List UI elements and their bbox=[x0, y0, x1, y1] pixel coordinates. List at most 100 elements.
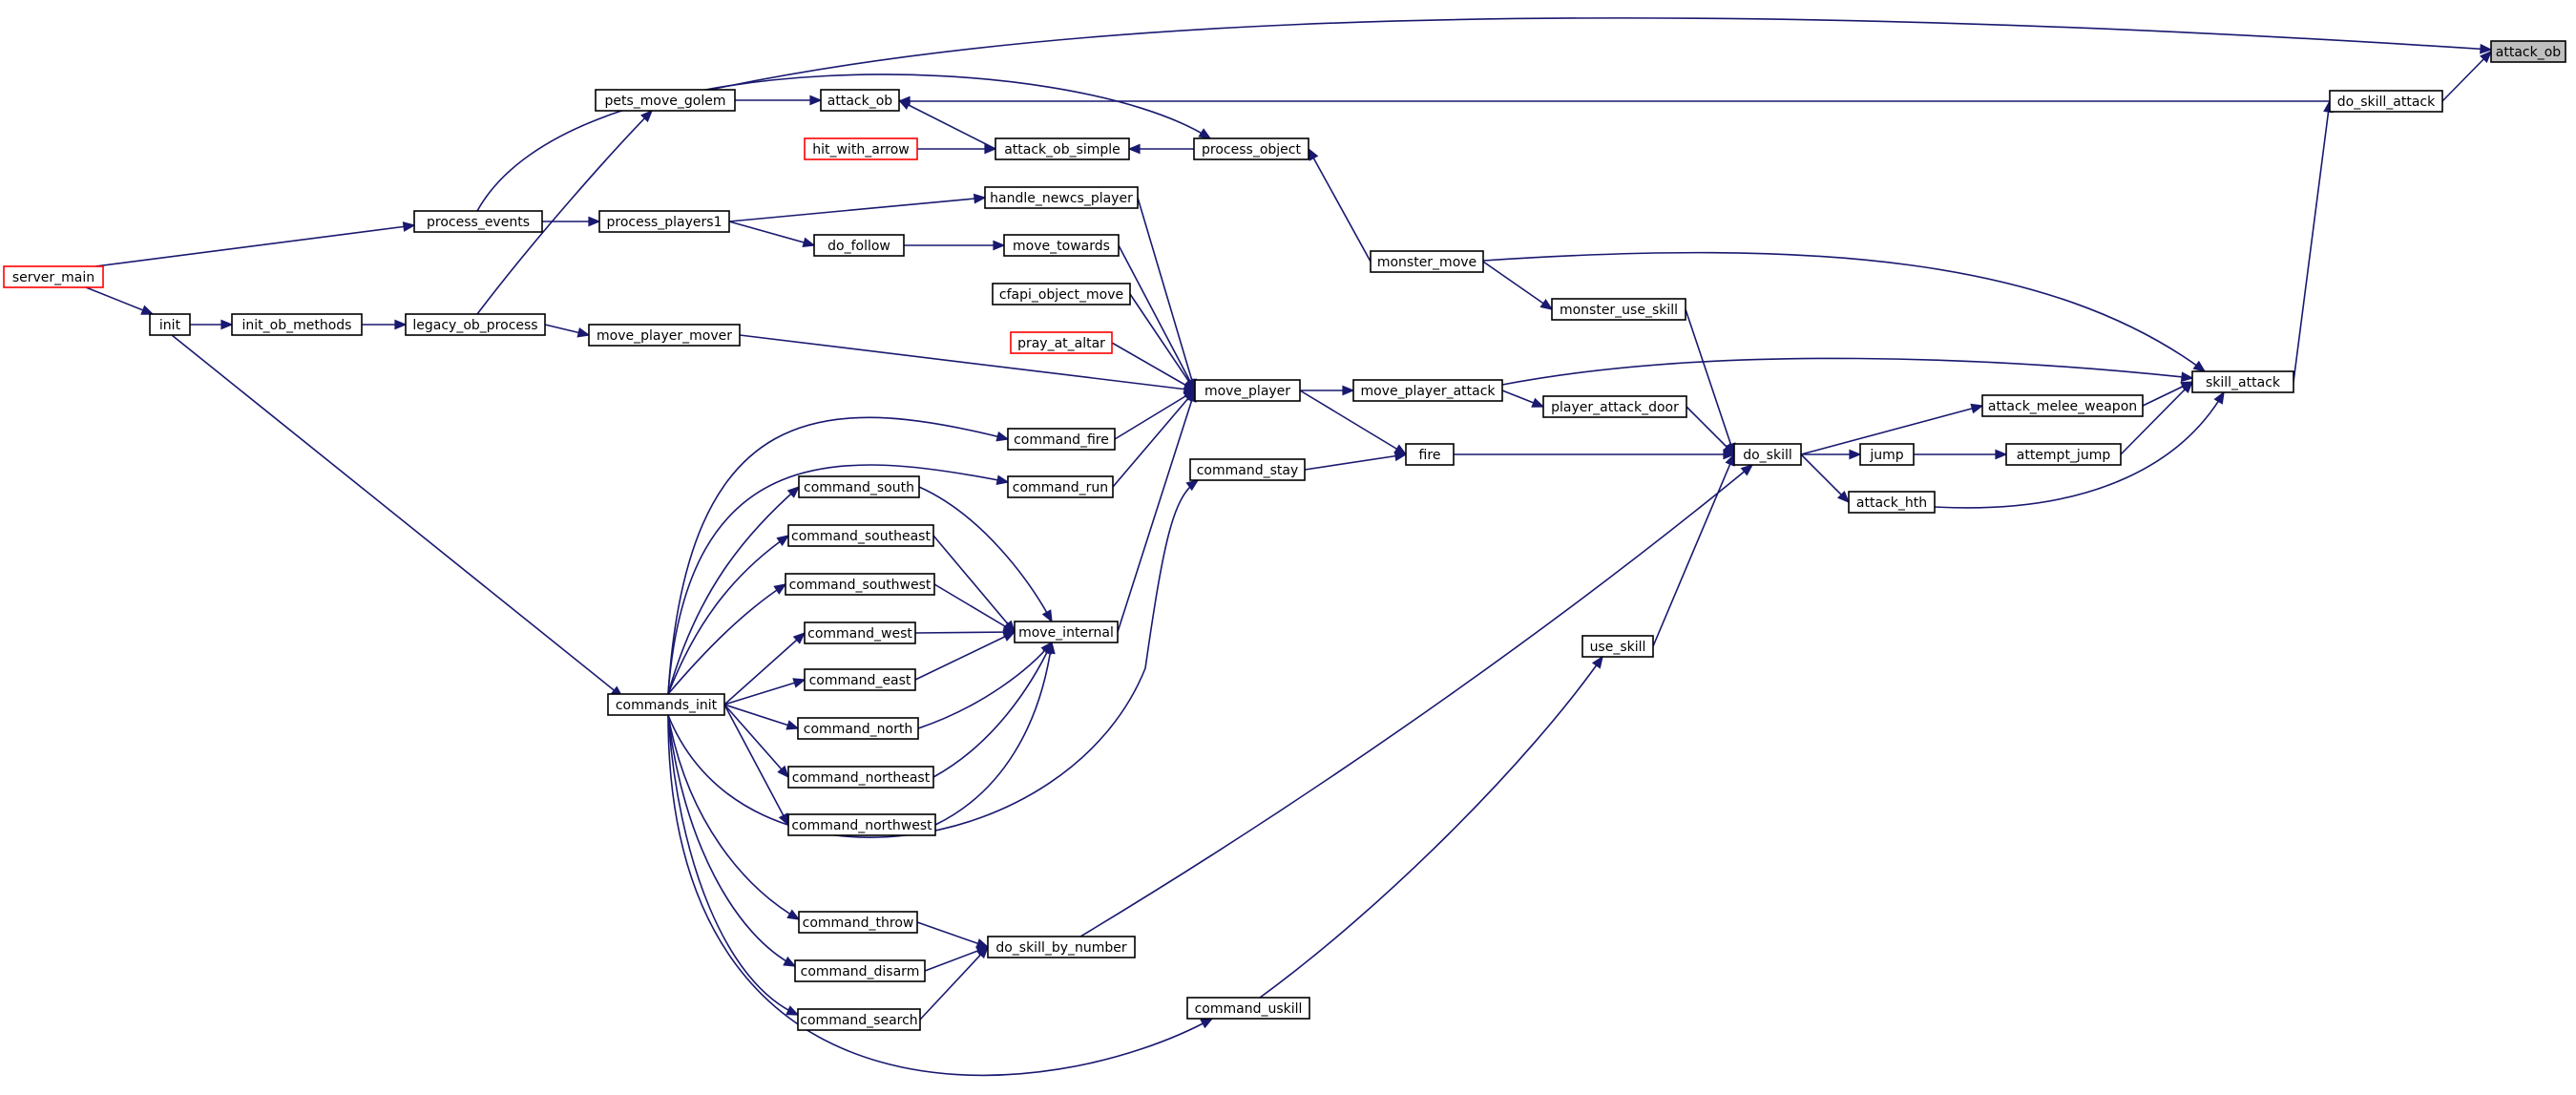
node-command-disarm[interactable]: command_disarm bbox=[794, 959, 926, 982]
edge-jump-to-attempt_jump bbox=[1914, 449, 2008, 460]
node-label: server_main bbox=[12, 270, 94, 285]
node-move-internal[interactable]: move_internal bbox=[1014, 621, 1119, 643]
node-box bbox=[2329, 90, 2443, 113]
node-label: command_uskill bbox=[1195, 1001, 1303, 1017]
node-init-ob-methods[interactable]: init_ob_methods bbox=[231, 313, 363, 336]
node-pray-at-altar[interactable]: pray_at_altar bbox=[1010, 331, 1113, 354]
node-server-main[interactable]: server_main bbox=[3, 265, 104, 288]
edge-command_south-to-move_internal bbox=[918, 486, 1053, 623]
node-command-southwest[interactable]: command_southwest bbox=[785, 573, 935, 596]
node-command-north[interactable]: command_north bbox=[797, 717, 919, 740]
edge-commands_init-to-command_west bbox=[723, 631, 806, 705]
node-box bbox=[1733, 443, 1802, 466]
node-move-player-mover[interactable]: move_player_mover bbox=[588, 324, 741, 347]
node-process-object[interactable]: process_object bbox=[1193, 137, 1309, 160]
edge-line bbox=[933, 583, 1016, 633]
node-label: monster_use_skill bbox=[1560, 303, 1678, 318]
node-label: do_follow bbox=[827, 239, 890, 254]
node-box bbox=[798, 475, 920, 498]
node-command-stay[interactable]: command_stay bbox=[1189, 458, 1306, 481]
node-label: init bbox=[159, 318, 181, 333]
node-attack-melee-weapon[interactable]: attack_melee_weapon bbox=[1981, 394, 2144, 417]
node-legacy-ob-process[interactable]: legacy_ob_process bbox=[405, 313, 546, 336]
edge-command_west-to-move_internal bbox=[914, 626, 1016, 638]
node-attack-hth[interactable]: attack_hth bbox=[1848, 491, 1936, 514]
edge-command_east-to-move_internal bbox=[914, 631, 1016, 681]
arrowhead-icon bbox=[1539, 298, 1554, 310]
edge-process_events-to-process_object bbox=[476, 74, 1212, 212]
edge-pets_move_golem-to-attack_ob bbox=[735, 95, 823, 106]
edge-line bbox=[1686, 406, 1735, 455]
edge-line bbox=[1117, 390, 1196, 633]
node-label: command_stay bbox=[1197, 463, 1299, 478]
edge-cfapi_object_move-to-move_player bbox=[1129, 293, 1196, 392]
node-player-attack-door[interactable]: player_attack_door bbox=[1542, 395, 1687, 418]
node-move-towards[interactable]: move_towards bbox=[1003, 234, 1120, 257]
node-box bbox=[1007, 428, 1116, 451]
edge-fire-to-do_skill bbox=[1454, 449, 1736, 460]
node-do-skill[interactable]: do_skill bbox=[1733, 443, 1802, 466]
node-move-player-attack[interactable]: move_player_attack bbox=[1352, 379, 1503, 402]
edge-commands_init-to-command_southeast bbox=[667, 535, 790, 695]
node-attack-ob-simple[interactable]: attack_ob_simple bbox=[995, 137, 1130, 160]
node-command-search[interactable]: command_search bbox=[797, 1008, 921, 1031]
edge-process_object-to-attack_ob_simple bbox=[1127, 143, 1194, 155]
edge-commands_init-to-command_southwest bbox=[667, 583, 787, 695]
node-monster-move[interactable]: monster_move bbox=[1370, 250, 1484, 273]
node-command-throw[interactable]: command_throw bbox=[798, 911, 918, 934]
node-command-uskill[interactable]: command_uskill bbox=[1186, 997, 1310, 1020]
node-command-fire[interactable]: command_fire bbox=[1007, 428, 1116, 451]
node-use-skill[interactable]: use_skill bbox=[1581, 635, 1654, 658]
node-label: cfapi_object_move bbox=[999, 287, 1123, 303]
node-command-west[interactable]: command_west bbox=[804, 621, 916, 644]
node-cfapi-object-move[interactable]: cfapi_object_move bbox=[992, 283, 1131, 305]
edge-line bbox=[667, 714, 799, 1016]
node-move-player[interactable]: move_player bbox=[1194, 379, 1301, 402]
node-init[interactable]: init bbox=[149, 313, 191, 336]
node-attack-ob-root[interactable]: attack_ob bbox=[2490, 40, 2566, 63]
node-label: init_ob_methods bbox=[242, 318, 352, 333]
node-skill-attack[interactable]: skill_attack bbox=[2191, 370, 2294, 393]
arrowhead-icon bbox=[777, 765, 790, 779]
node-command-south[interactable]: command_south bbox=[798, 475, 920, 498]
node-do-follow[interactable]: do_follow bbox=[813, 234, 905, 257]
node-handle-newcs-player[interactable]: handle_newcs_player bbox=[984, 186, 1139, 209]
edge-line bbox=[1259, 656, 1603, 999]
arrowhead-icon bbox=[576, 327, 591, 338]
node-pets-move-golem[interactable]: pets_move_golem bbox=[595, 89, 736, 112]
node-command-run[interactable]: command_run bbox=[1007, 475, 1114, 498]
node-command-east[interactable]: command_east bbox=[804, 668, 916, 691]
node-command-northwest[interactable]: command_northwest bbox=[787, 813, 936, 836]
node-box bbox=[787, 524, 934, 547]
node-attempt-jump[interactable]: attempt_jump bbox=[2005, 443, 2122, 466]
edge-commands_init-to-command_stay bbox=[667, 479, 1200, 838]
arrowhead-icon bbox=[792, 678, 806, 688]
node-box bbox=[804, 621, 916, 644]
edge-line bbox=[914, 631, 1016, 681]
arrowhead-icon bbox=[2480, 50, 2493, 64]
node-label: skill_attack bbox=[2206, 375, 2281, 390]
edge-line bbox=[476, 74, 1211, 212]
edge-command_uskill-to-use_skill bbox=[1259, 655, 1603, 999]
node-command-southeast[interactable]: command_southeast bbox=[787, 524, 934, 547]
node-process-players1[interactable]: process_players1 bbox=[598, 210, 730, 233]
arrowhead-icon bbox=[1393, 451, 1408, 462]
node-hit-with-arrow[interactable]: hit_with_arrow bbox=[804, 137, 918, 160]
node-box bbox=[1848, 491, 1936, 514]
node-do-skill-attack[interactable]: do_skill_attack bbox=[2329, 90, 2443, 113]
node-fire[interactable]: fire bbox=[1405, 443, 1455, 466]
arrowhead-icon bbox=[588, 216, 601, 227]
node-jump[interactable]: jump bbox=[1859, 443, 1915, 466]
node-monster-use-skill[interactable]: monster_use_skill bbox=[1551, 298, 1686, 321]
node-attack-ob[interactable]: attack_ob bbox=[820, 89, 900, 112]
node-command-northeast[interactable]: command_northeast bbox=[787, 766, 934, 789]
node-do-skill-by-number[interactable]: do_skill_by_number bbox=[987, 936, 1136, 958]
node-label: command_southeast bbox=[791, 529, 931, 544]
edge-monster_move-to-process_object bbox=[1308, 147, 1372, 263]
node-box bbox=[1003, 234, 1120, 257]
node-commands-init[interactable]: commands_init bbox=[607, 693, 725, 716]
node-process-events[interactable]: process_events bbox=[413, 210, 543, 233]
node-label: move_player_mover bbox=[597, 328, 732, 344]
edge-line bbox=[918, 486, 1053, 622]
edge-line bbox=[1114, 390, 1196, 440]
